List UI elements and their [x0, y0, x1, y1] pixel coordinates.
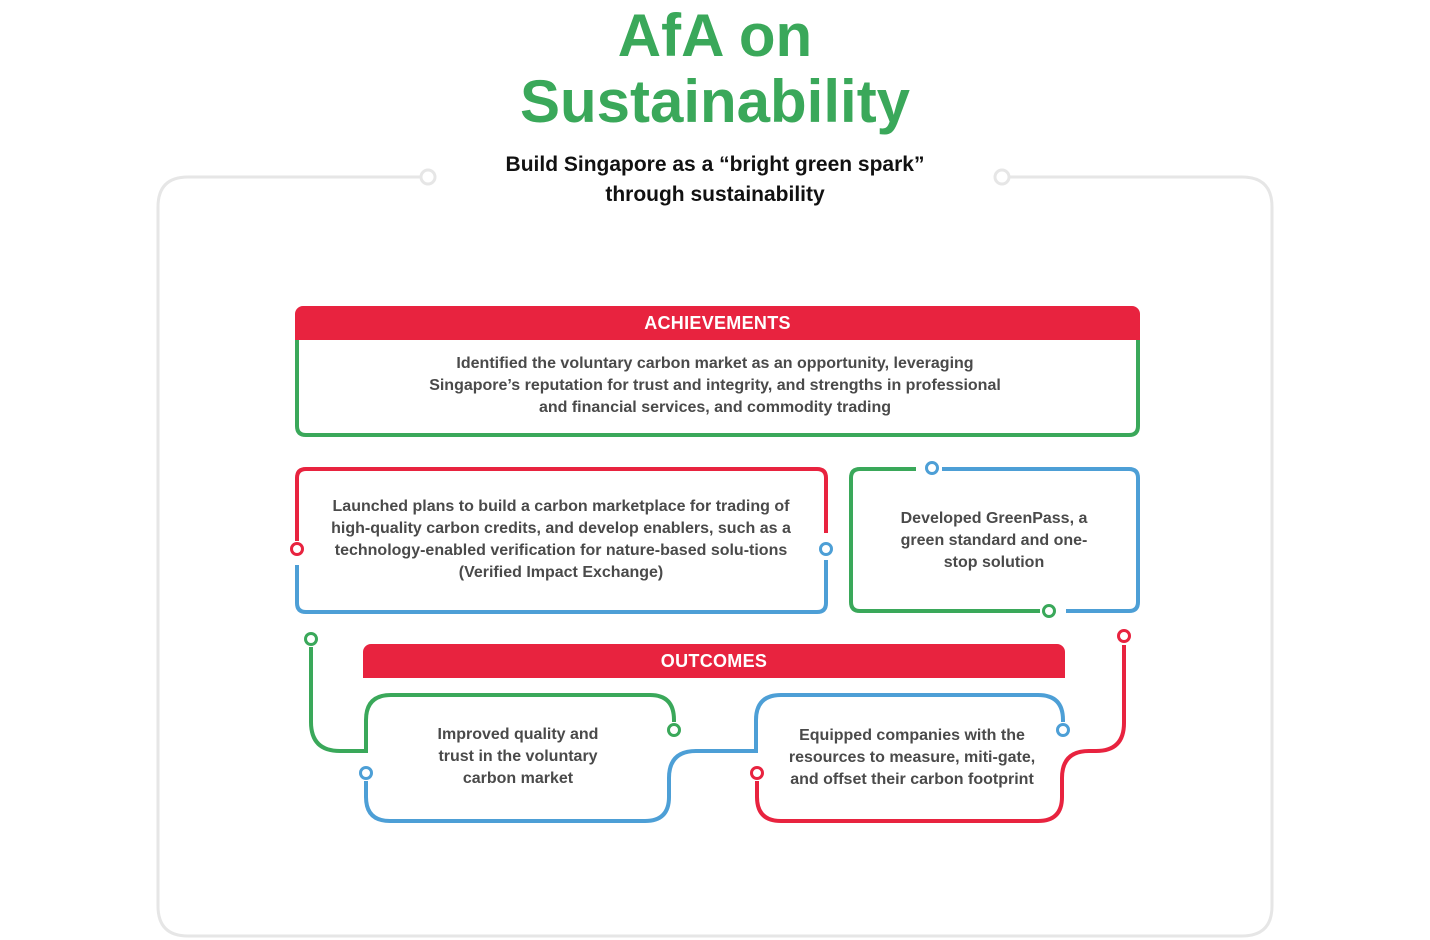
achievements-header: ACHIEVEMENTS: [295, 306, 1140, 340]
frame-node-left: [419, 168, 437, 186]
achievement-item-2-text: Developed GreenPass, a green standard an…: [900, 510, 1088, 571]
page-title-line1: AfA on: [617, 2, 813, 69]
outcome-2-node-blue: [1056, 723, 1070, 737]
achievement-1-border-blue: [295, 560, 828, 614]
outcome-2-node-red-left: [750, 766, 764, 780]
achievement-1-node-red: [290, 542, 304, 556]
achievements-main-border: [295, 338, 1140, 437]
subtitle-line1: Build Singapore as a “bright green spark…: [505, 153, 925, 176]
achievement-1-node-blue: [819, 542, 833, 556]
outcome-item-1-text: Improved quality and trust in the volunt…: [437, 726, 599, 787]
achievement-2-border-blue: [942, 467, 1140, 613]
achievement-2-node-blue: [925, 461, 939, 475]
subtitle-line2: through sustainability: [605, 183, 825, 206]
outcome-item-2-text: Equipped companies with the resources to…: [788, 727, 1036, 788]
outcome-1-border-blue: [364, 693, 1065, 823]
outcome-2-node-red-right: [1117, 629, 1131, 643]
outcome-1-node-green-left: [304, 632, 318, 646]
outcomes-header: OUTCOMES: [363, 644, 1065, 678]
outcome-1-border-green: [309, 647, 676, 753]
achievements-main-text: Identified the voluntary carbon market a…: [429, 355, 1001, 416]
outer-frame: [156, 175, 1274, 938]
outcome-1-node-blue: [359, 766, 373, 780]
frame-node-right: [993, 168, 1011, 186]
achievement-1-border-red: [295, 467, 828, 541]
achievement-2-border-green: [849, 467, 1040, 613]
outcome-1-node-green-right: [667, 723, 681, 737]
achievement-2-node-green: [1042, 604, 1056, 618]
outcome-2-border-red: [755, 645, 1126, 823]
page-title-line2: Sustainability: [519, 68, 911, 135]
achievement-item-1-text: Launched plans to build a carbon marketp…: [331, 498, 791, 581]
